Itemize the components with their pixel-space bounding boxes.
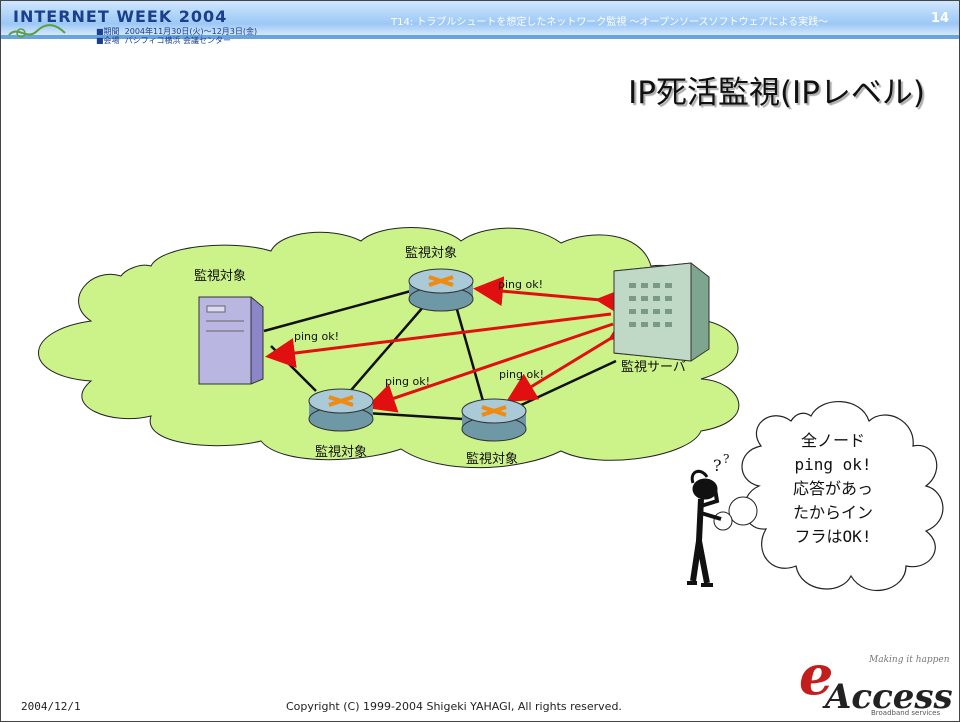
router-right-label: 監視対象 bbox=[466, 451, 518, 467]
server-label: 監視対象 bbox=[194, 268, 246, 284]
ping-label-right-router: ping ok! bbox=[499, 368, 544, 381]
brand-name: Access bbox=[825, 677, 953, 717]
ping-label-server: ping ok! bbox=[294, 330, 339, 343]
event-logo: INTERNET WEEK 2004 bbox=[13, 7, 228, 26]
router-left-label: 監視対象 bbox=[315, 444, 367, 460]
bubble-line: 全ノード bbox=[800, 431, 865, 450]
footer-date: 2004/12/1 bbox=[21, 700, 81, 713]
page-title: IP死活監視(IPレベル) bbox=[628, 75, 925, 111]
router-left-icon bbox=[308, 388, 374, 432]
router-top-label: 監視対象 bbox=[405, 245, 457, 261]
ping-label-top: ping ok! bbox=[498, 278, 543, 291]
thinking-person-icon: ? ? bbox=[687, 452, 729, 587]
bubble-line: ping ok! bbox=[794, 455, 872, 474]
ping-label-left-router: ping ok! bbox=[385, 375, 430, 388]
header-divider bbox=[1, 35, 959, 39]
bubble-line: 応答があっ bbox=[792, 479, 873, 498]
bubble-line: たからイン bbox=[792, 503, 873, 522]
footer-copyright: Copyright (C) 1999-2004 Shigeki YAHAGI, … bbox=[286, 700, 622, 713]
logo-swirl-icon bbox=[8, 24, 66, 38]
monitor-server-icon bbox=[613, 262, 710, 362]
router-top-icon bbox=[408, 268, 474, 312]
svg-text:?: ? bbox=[723, 452, 729, 466]
session-title: T14: トラブルシュートを想定したネットワーク監視 ～オープンソースソフトウェ… bbox=[391, 17, 829, 28]
brand-tagline: Making it happen bbox=[869, 655, 950, 665]
thought-bubble-text: 全ノード ping ok! 応答があっ たからイン フラはOK! bbox=[763, 429, 903, 549]
event-details: ■期間 2004年11月30日(火)〜12月3日(金) ■会場 パシフィコ横浜 … bbox=[96, 27, 258, 45]
bubble-line: フラはOK! bbox=[794, 527, 872, 546]
page-number: 14 bbox=[931, 11, 950, 26]
monitor-server-label: 監視サーバ bbox=[621, 359, 686, 375]
header-bar: INTERNET WEEK 2004 ■期間 2004年11月30日(火)〜12… bbox=[1, 1, 959, 45]
svg-text:?: ? bbox=[713, 456, 722, 475]
server-icon bbox=[198, 296, 264, 385]
thought-bubble bbox=[741, 401, 944, 592]
router-right-icon bbox=[461, 398, 527, 442]
eaccess-logo: e Making it happen Access Broadband serv… bbox=[771, 641, 956, 721]
brand-letter: e bbox=[799, 643, 834, 707]
brand-sub: Broadband services bbox=[871, 709, 941, 717]
